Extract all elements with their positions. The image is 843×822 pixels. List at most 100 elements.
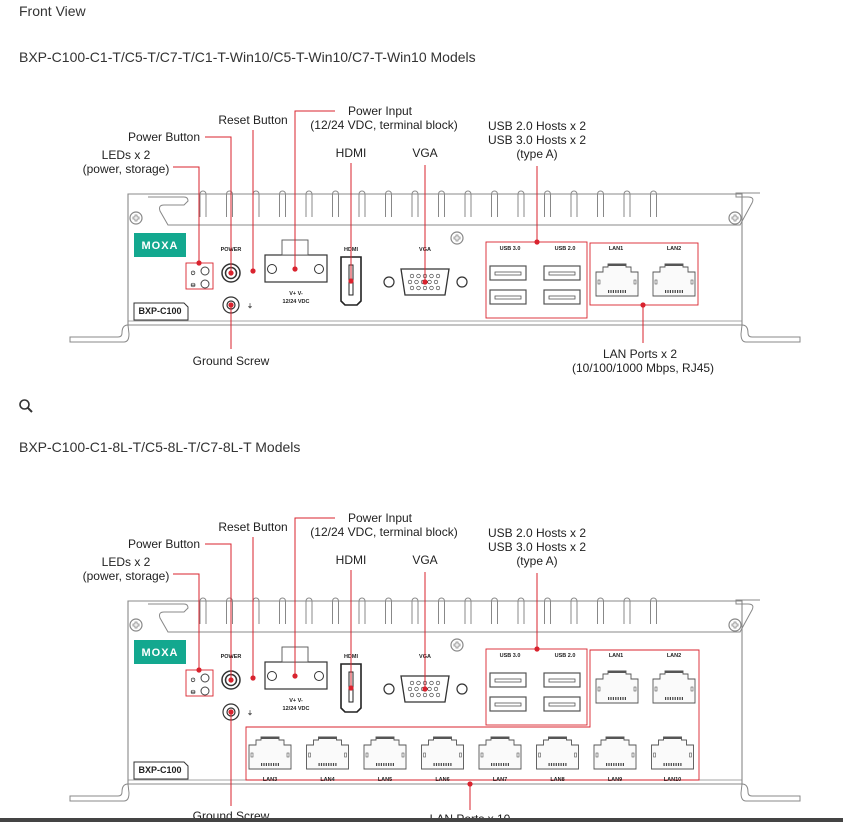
vga-pin bbox=[429, 273, 434, 279]
callout-power-input-line bbox=[294, 517, 335, 676]
rj45-pin bbox=[665, 763, 668, 766]
rj45-pin bbox=[328, 763, 330, 766]
callout-lan-text: LAN Ports x 2 bbox=[603, 347, 677, 361]
rj45-outline bbox=[478, 736, 522, 770]
callout-leds-text: LEDs x 2 bbox=[102, 555, 151, 569]
vga-pin bbox=[409, 273, 415, 279]
model-title-standard: BXP-C100-C1-T/C5-T/C7-T/C1-T-Win10/C5-T-… bbox=[19, 49, 476, 65]
lan-port-3 bbox=[248, 736, 292, 770]
usb-tongue bbox=[548, 702, 576, 707]
rj45-pin bbox=[606, 763, 608, 766]
rj45-pin bbox=[610, 290, 612, 293]
usb20-port bbox=[543, 672, 581, 688]
rj45-outline bbox=[363, 736, 407, 770]
rj45-pin bbox=[388, 763, 390, 766]
screw-cross bbox=[132, 621, 140, 629]
rj45-pin bbox=[620, 697, 622, 700]
rj45-pin bbox=[620, 763, 622, 766]
rj45-pin bbox=[332, 763, 335, 766]
rj45-pin bbox=[681, 290, 683, 293]
rj45-pin bbox=[447, 763, 450, 766]
callout-dot bbox=[422, 686, 428, 692]
rj45-pin bbox=[270, 763, 272, 766]
screw-icon bbox=[129, 211, 143, 225]
rj45-pin bbox=[550, 763, 553, 766]
rj45-pin bbox=[491, 763, 493, 766]
rj45-pin bbox=[560, 763, 562, 766]
power-led bbox=[200, 673, 210, 683]
rj45-pin bbox=[675, 763, 677, 766]
rj45-pin bbox=[610, 697, 612, 700]
rj45-pin bbox=[624, 697, 626, 700]
rj45-pin bbox=[378, 763, 380, 766]
rj45-led bbox=[631, 752, 635, 758]
callout-dot bbox=[348, 685, 354, 691]
terminal-pin-labels: V+ V- bbox=[289, 698, 303, 704]
vga-pin bbox=[435, 285, 441, 291]
usb20-port bbox=[543, 265, 581, 281]
screw-icon bbox=[450, 231, 464, 245]
rj45-pin bbox=[330, 763, 332, 766]
model-title-8l: BXP-C100-C1-8L-T/C5-8L-T/C7-8L-T Models bbox=[19, 439, 301, 455]
lan2-port bbox=[652, 670, 696, 704]
usb30-label: USB 3.0 bbox=[500, 653, 521, 659]
usb-tongue bbox=[548, 271, 576, 276]
lan7-label: LAN7 bbox=[493, 777, 507, 783]
rj45-outline bbox=[652, 670, 696, 704]
rj45-pin bbox=[677, 290, 679, 293]
rj45-pin bbox=[617, 290, 619, 293]
rj45-pin bbox=[335, 763, 337, 766]
rj45-pin bbox=[376, 763, 378, 766]
callout-power-input-text: Power Input bbox=[348, 104, 413, 118]
rj45-pin bbox=[275, 763, 277, 766]
callout-dot bbox=[228, 302, 234, 308]
usb-tongue bbox=[494, 678, 522, 683]
usb30-port bbox=[489, 265, 527, 281]
vga-standoff bbox=[383, 276, 395, 288]
storage-led-icon: ⛁ bbox=[191, 282, 196, 289]
moxa-logo bbox=[134, 233, 186, 257]
lan3-label: LAN3 bbox=[263, 777, 277, 783]
rj45-led bbox=[690, 279, 694, 285]
rj45-led bbox=[653, 752, 656, 758]
power-led bbox=[200, 266, 210, 276]
rj45-pin bbox=[622, 290, 624, 293]
rj45-outline bbox=[593, 736, 637, 770]
rj45-pin bbox=[390, 763, 392, 766]
vga-pin bbox=[433, 686, 439, 692]
rj45-pin bbox=[268, 763, 270, 766]
lan-port-5 bbox=[363, 736, 407, 770]
model-badge-text: BXP-C100 bbox=[138, 306, 181, 316]
magnifier-icon[interactable] bbox=[18, 398, 36, 416]
usb-outline bbox=[489, 672, 527, 688]
rj45-pin bbox=[679, 697, 681, 700]
rj45-led bbox=[690, 686, 694, 692]
rj45-pin bbox=[673, 763, 675, 766]
terminal-screw bbox=[267, 671, 277, 681]
rj45-pin bbox=[503, 763, 505, 766]
rj45-latch bbox=[548, 737, 567, 739]
callout-dot bbox=[640, 302, 646, 308]
rj45-pin bbox=[608, 290, 610, 293]
vga-pin bbox=[433, 279, 439, 285]
callout-ground-screw-text: Ground Screw bbox=[193, 354, 270, 368]
callout-power-button-text: Power Button bbox=[128, 537, 200, 551]
callout-lan-subtext: (10/100/1000 Mbps, RJ45) bbox=[572, 361, 714, 375]
rj45-pin bbox=[624, 290, 626, 293]
callout-reset-button-text: Reset Button bbox=[218, 113, 287, 127]
rj45-pin bbox=[615, 763, 617, 766]
usb-tongue bbox=[494, 271, 522, 276]
rj45-pin bbox=[608, 697, 610, 700]
screw-cross bbox=[453, 641, 461, 649]
rj45-pin bbox=[495, 763, 497, 766]
rj45-pin bbox=[318, 763, 320, 766]
usb20-port bbox=[543, 289, 581, 305]
vga-standoff bbox=[383, 683, 395, 695]
rj45-led bbox=[689, 752, 692, 758]
usb-outline bbox=[543, 289, 581, 305]
callout-dot bbox=[467, 781, 473, 787]
usb20-label: USB 2.0 bbox=[555, 653, 576, 659]
vga-pin bbox=[429, 680, 434, 686]
page-bottom-divider bbox=[0, 818, 843, 822]
